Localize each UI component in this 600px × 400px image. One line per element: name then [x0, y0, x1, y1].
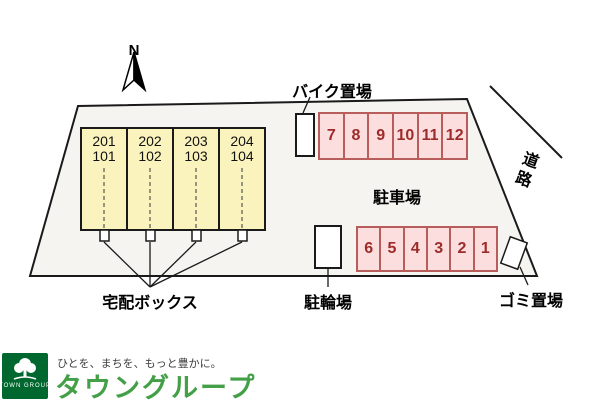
unit-upper-number: 202	[138, 133, 162, 149]
brand-name: タウングループ	[55, 373, 257, 400]
parking-space-11: 11	[419, 114, 444, 158]
parking-space-8: 8	[345, 114, 370, 158]
unit-lower-number: 102	[138, 148, 162, 164]
delivery-box	[99, 229, 110, 242]
garbage-label: ゴミ置場	[498, 293, 564, 310]
brand-tagline: ひとを、まちを、もっと豊かに。	[57, 358, 222, 370]
garbage-leader-line	[519, 266, 529, 286]
parking-space-3: 3	[428, 228, 452, 270]
bicycle-parking-label: 駐輪場	[303, 295, 353, 312]
bicycle-parking-area	[314, 225, 342, 269]
unit-lower-number: 101	[92, 148, 116, 164]
parking-space-7: 7	[320, 114, 345, 158]
compass-north-label: N	[128, 42, 140, 59]
delivery-leader-line	[149, 241, 197, 288]
logo-text: TOWN GROUP	[0, 383, 51, 389]
town-group-logo: TOWN GROUP	[0, 353, 51, 399]
delivery-box-label: 宅配ボックス	[102, 295, 198, 312]
parking-space-12: 12	[445, 127, 464, 144]
parking-space-1: 1	[480, 240, 490, 257]
unit-box-204-104: 204 104	[218, 127, 266, 231]
unit-box-203-103: 203 103	[172, 127, 220, 231]
parking-space-6: 6	[358, 228, 382, 270]
unit-upper-number: 203	[184, 133, 208, 149]
delivery-box	[237, 229, 248, 242]
road-label: 道路	[509, 148, 540, 192]
delivery-leader-line	[103, 241, 151, 288]
parking-row-bottom: 6 5 4 3 2 1	[356, 226, 498, 272]
unit-upper-number: 201	[92, 133, 116, 149]
parking-space-9: 9	[369, 114, 395, 158]
parking-space-2: 2	[451, 228, 475, 270]
road-edge-line	[489, 85, 563, 159]
bike-parking-label: バイク置場	[292, 84, 372, 101]
parking-row-top: 7 8 9 10 11 12	[318, 112, 468, 160]
delivery-leader-line	[149, 241, 243, 288]
garbage-area-box	[499, 235, 529, 271]
parking-space-5: 5	[381, 228, 405, 270]
delivery-box	[145, 229, 156, 242]
bike-parking-area	[295, 113, 315, 157]
unit-box-201-101: 201 101	[80, 127, 128, 231]
parking-space-10: 10	[394, 114, 419, 158]
parking-label: 駐車場	[372, 190, 422, 207]
delivery-box	[191, 229, 202, 242]
unit-lower-number: 104	[230, 148, 254, 164]
parking-space-4: 4	[405, 228, 428, 270]
unit-lower-number: 103	[184, 148, 208, 164]
unit-box-202-102: 202 102	[126, 127, 174, 231]
tree-icon	[13, 358, 37, 380]
unit-upper-number: 204	[230, 133, 254, 149]
